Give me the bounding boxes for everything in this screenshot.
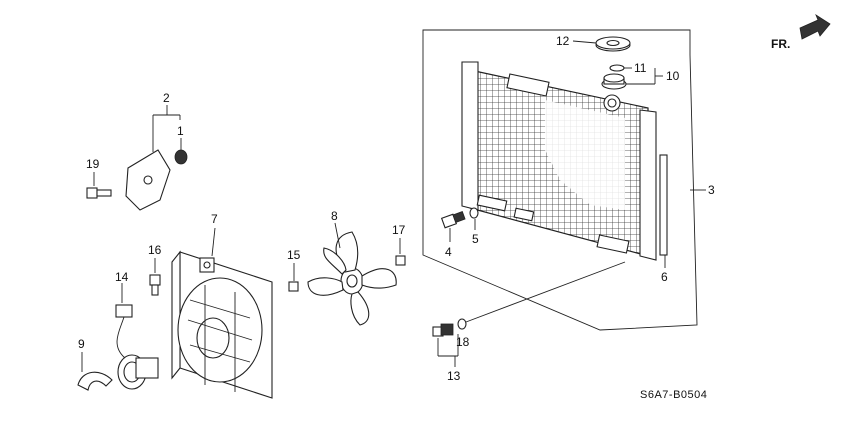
callout-7: 7 (211, 212, 218, 226)
callout-18: 18 (456, 335, 470, 349)
bolt-19 (86, 187, 112, 199)
cap-cover (595, 36, 631, 52)
callout-10: 10 (666, 69, 680, 83)
seal-strip (659, 154, 668, 256)
callout-14: 14 (115, 270, 129, 284)
direction-label: FR. (771, 37, 790, 51)
radiator-assembly-outline (422, 29, 698, 331)
callout-3: 3 (708, 183, 715, 197)
mounting-bracket (125, 149, 171, 211)
nut-17 (395, 255, 406, 266)
callout-16: 16 (148, 243, 162, 257)
temperature-switch (432, 323, 454, 337)
motor-connector (115, 304, 133, 359)
callout-12: 12 (556, 34, 570, 48)
gasket (609, 64, 625, 72)
fan-motor (117, 354, 159, 390)
leader-lines (81, 40, 706, 372)
o-ring (469, 207, 479, 219)
o-ring-small (457, 318, 467, 330)
callout-19: 19 (86, 157, 100, 171)
nut-15 (288, 281, 299, 292)
radiator-core (461, 61, 657, 261)
callout-8: 8 (331, 209, 338, 223)
bolt-16 (149, 274, 161, 296)
callout-4: 4 (445, 245, 452, 259)
grommet (174, 149, 188, 165)
callout-2: 2 (163, 91, 170, 105)
callout-17: 17 (392, 223, 406, 237)
callout-5: 5 (472, 232, 479, 246)
front-direction-badge: FR. (771, 13, 831, 51)
callout-1: 1 (177, 124, 184, 138)
drain-plug (440, 211, 466, 229)
callout-15: 15 (287, 248, 301, 262)
fan-shroud (171, 250, 273, 399)
callout-9: 9 (78, 337, 85, 351)
callout-6: 6 (661, 270, 668, 284)
leader-13 (465, 261, 626, 323)
callout-11: 11 (634, 61, 647, 75)
wire-clip (77, 371, 113, 391)
diagram-code: S6A7-B0504 (640, 389, 707, 401)
cooling-fan (307, 231, 397, 326)
callout-13: 13 (447, 369, 461, 383)
radiator-cap (601, 73, 627, 90)
